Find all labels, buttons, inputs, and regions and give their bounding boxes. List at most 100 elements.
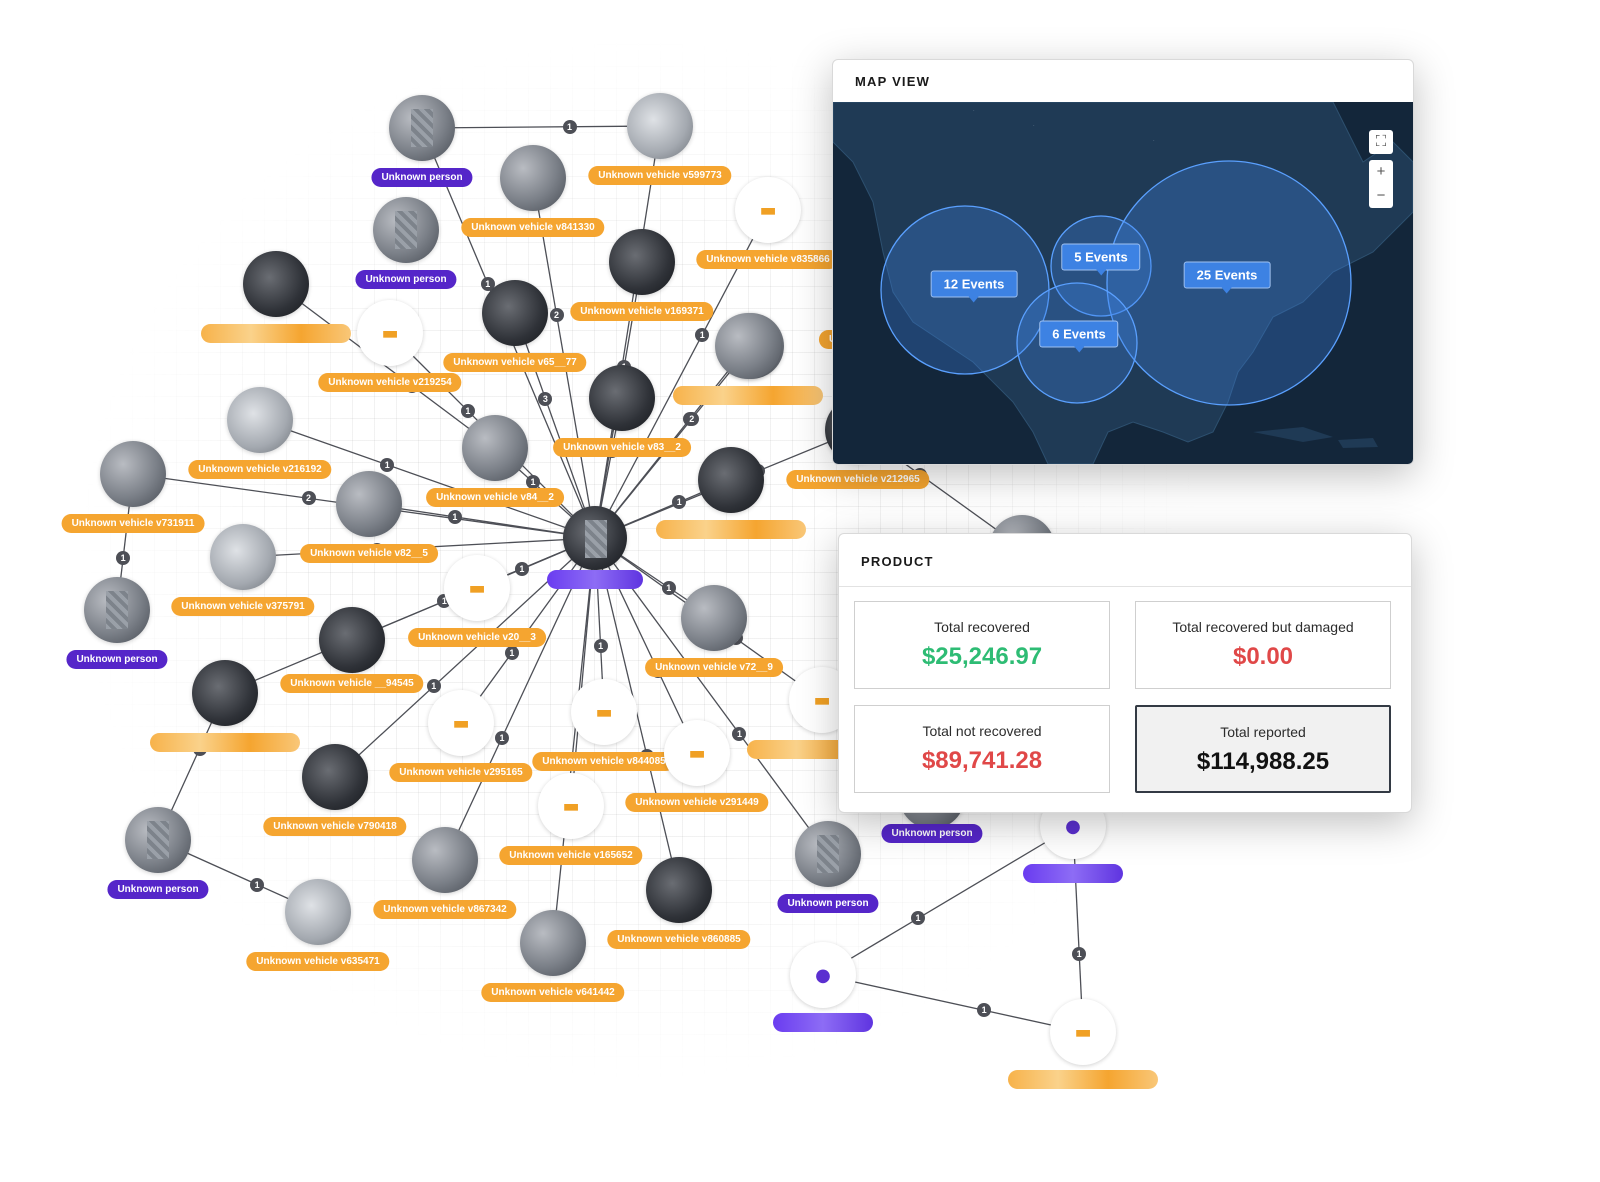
person-label-tag[interactable]: Unknown person: [777, 894, 879, 913]
stat-card-total-reported[interactable]: Total reported $114,988.25: [1135, 705, 1391, 793]
cluster-callout-south[interactable]: 6 Events: [1039, 320, 1119, 353]
person-photo-node[interactable]: [125, 807, 191, 873]
vehicle-label-tag[interactable]: Unknown vehicle v635471: [246, 952, 390, 971]
vehicle-label-tag[interactable]: Unknown vehicle v841330: [461, 218, 605, 237]
vehicle-label-tag[interactable]: Unknown vehicle v216192: [188, 460, 332, 479]
edge-count-badge: 1: [593, 638, 608, 653]
graph-edge: [444, 537, 596, 861]
vehicle-label-tag[interactable]: Unknown vehicle v790418: [263, 817, 407, 836]
vehicle-node[interactable]: ▬: [428, 690, 494, 756]
vehicle-label-tag[interactable]: Unknown vehicle v295165: [389, 763, 533, 782]
vehicle-label-tag[interactable]: Unknown vehicle v599773: [588, 166, 732, 185]
person-label-tag[interactable]: [773, 1013, 873, 1032]
car-icon: ▬: [688, 742, 706, 764]
vehicle-photo-node[interactable]: [609, 229, 675, 295]
person-photo-node[interactable]: [389, 95, 455, 161]
vehicle-label-tag[interactable]: [1008, 1070, 1158, 1089]
person-label-tag[interactable]: [547, 570, 643, 589]
vehicle-label-tag[interactable]: Unknown vehicle v83__2: [553, 438, 691, 457]
person-node[interactable]: ●: [790, 942, 856, 1008]
vehicle-node[interactable]: ▬: [571, 679, 637, 745]
vehicle-label-tag[interactable]: Unknown vehicle __94545: [280, 674, 424, 693]
person-photo-node[interactable]: [563, 506, 627, 570]
vehicle-label-tag[interactable]: [673, 386, 823, 405]
vehicle-photo-node[interactable]: [100, 441, 166, 507]
stat-card-recovered-damaged[interactable]: Total recovered but damaged $0.00: [1135, 601, 1391, 689]
person-label-tag[interactable]: Unknown person: [881, 824, 983, 843]
stat-card-total-recovered[interactable]: Total recovered $25,246.97: [854, 601, 1110, 689]
person-label-tag[interactable]: Unknown person: [107, 880, 209, 899]
vehicle-label-tag[interactable]: Unknown vehicle v867342: [373, 900, 517, 919]
vehicle-photo-node[interactable]: [698, 447, 764, 513]
vehicle-label-tag[interactable]: Unknown vehicle v84__2: [426, 488, 564, 507]
vehicle-label-tag[interactable]: [201, 324, 351, 343]
vehicle-photo-node[interactable]: [243, 251, 309, 317]
vehicle-label-tag[interactable]: Unknown vehicle v65__77: [443, 353, 587, 372]
person-photo-node[interactable]: [795, 821, 861, 887]
svg-text:·: ·: [1033, 123, 1035, 129]
vehicle-photo-node[interactable]: [192, 660, 258, 726]
person-label-tag[interactable]: Unknown person: [355, 270, 457, 289]
vehicle-label-tag[interactable]: Unknown vehicle v165652: [499, 846, 643, 865]
vehicle-node[interactable]: ▬: [444, 555, 510, 621]
vehicle-label-tag[interactable]: Unknown vehicle v375791: [171, 597, 315, 616]
vehicle-node[interactable]: ▬: [357, 300, 423, 366]
vehicle-node[interactable]: ▬: [1050, 999, 1116, 1065]
vehicle-label-tag[interactable]: Unknown vehicle v219254: [318, 373, 462, 392]
zoom-out-button[interactable]: −: [1376, 187, 1386, 204]
vehicle-photo-node[interactable]: [302, 744, 368, 810]
stat-value: $114,988.25: [1196, 748, 1330, 775]
vehicle-label-tag[interactable]: Unknown vehicle v641442: [481, 983, 625, 1002]
vehicle-photo-node[interactable]: [210, 524, 276, 590]
edge-count-badge: 1: [447, 509, 462, 524]
vehicle-node[interactable]: ▬: [735, 177, 801, 243]
car-icon: ▬: [759, 199, 777, 221]
vehicle-photo-node[interactable]: [462, 415, 528, 481]
map-canvas[interactable]: ··· ⛶ + − 12 Events 5 Events 25 Events 6…: [833, 101, 1413, 464]
vehicle-label-tag[interactable]: Unknown vehicle v731911: [61, 514, 205, 533]
cluster-callout-central[interactable]: 5 Events: [1061, 243, 1141, 276]
stat-value: $89,741.28: [921, 747, 1043, 774]
vehicle-photo-node[interactable]: [336, 471, 402, 537]
vehicle-photo-node[interactable]: [285, 879, 351, 945]
map-svg: ···: [833, 101, 1413, 464]
vehicle-label-tag[interactable]: Unknown vehicle v291449: [625, 793, 769, 812]
vehicle-photo-node[interactable]: [412, 827, 478, 893]
person-label-tag[interactable]: [1023, 864, 1123, 883]
car-icon: ▬: [813, 689, 831, 711]
edge-count-badge: 2: [549, 307, 564, 322]
vehicle-photo-node[interactable]: [319, 607, 385, 673]
vehicle-label-tag[interactable]: Unknown vehicle v835866: [696, 250, 840, 269]
cluster-callout-west[interactable]: 12 Events: [930, 270, 1018, 303]
vehicle-photo-node[interactable]: [589, 365, 655, 431]
vehicle-node[interactable]: ▬: [538, 773, 604, 839]
person-photo-node[interactable]: [84, 577, 150, 643]
vehicle-label-tag[interactable]: Unknown vehicle v844085: [532, 752, 676, 771]
zoom-in-button[interactable]: +: [1376, 163, 1386, 180]
stat-card-not-recovered[interactable]: Total not recovered $89,741.28: [854, 705, 1110, 793]
person-label-tag[interactable]: Unknown person: [371, 168, 473, 187]
vehicle-label-tag[interactable]: Unknown vehicle v169371: [570, 302, 714, 321]
vehicle-photo-node[interactable]: [681, 585, 747, 651]
vehicle-photo-node[interactable]: [227, 387, 293, 453]
vehicle-photo-node[interactable]: [500, 145, 566, 211]
vehicle-label-tag[interactable]: Unknown vehicle v20__3: [408, 628, 546, 647]
vehicle-label-tag[interactable]: Unknown vehicle v212965: [786, 470, 930, 489]
vehicle-label-tag[interactable]: Unknown vehicle v860885: [607, 930, 751, 949]
cluster-callout-east[interactable]: 25 Events: [1183, 261, 1271, 294]
graph-edge: [594, 537, 680, 891]
vehicle-label-tag[interactable]: Unknown vehicle v72__9: [645, 658, 783, 677]
vehicle-photo-node[interactable]: [715, 313, 781, 379]
fullscreen-button[interactable]: ⛶: [1369, 130, 1393, 154]
vehicle-photo-node[interactable]: [482, 280, 548, 346]
vehicle-node[interactable]: ▬: [664, 720, 730, 786]
vehicle-photo-node[interactable]: [646, 857, 712, 923]
user-icon: ●: [1065, 815, 1081, 837]
vehicle-label-tag[interactable]: Unknown vehicle v82__5: [300, 544, 438, 563]
vehicle-photo-node[interactable]: [520, 910, 586, 976]
person-label-tag[interactable]: Unknown person: [66, 650, 168, 669]
vehicle-label-tag[interactable]: [150, 733, 300, 752]
vehicle-label-tag[interactable]: [656, 520, 806, 539]
vehicle-photo-node[interactable]: [627, 93, 693, 159]
person-photo-node[interactable]: [373, 197, 439, 263]
